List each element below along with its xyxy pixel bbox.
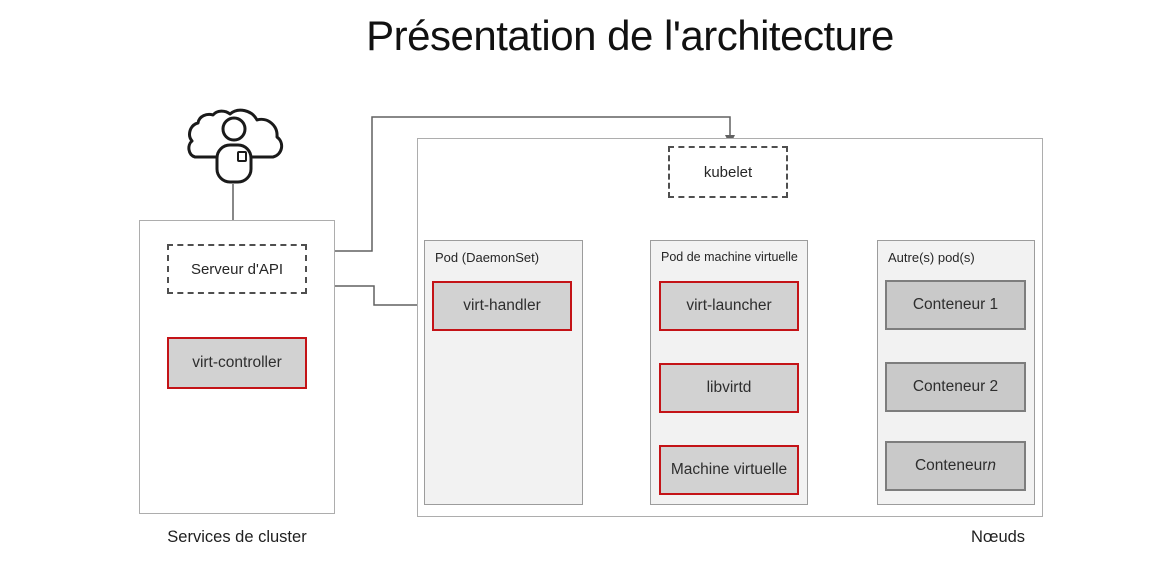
virt-handler-box: virt-handler — [432, 281, 572, 331]
cloud-user-icon — [187, 108, 284, 184]
conteneur-n-label: Conteneur — [914, 457, 988, 474]
virt-handler-label: virt-handler — [463, 297, 541, 314]
other-pods-header: Autre(s) pod(s) — [888, 250, 975, 265]
pod-daemonset-header: Pod (DaemonSet) — [435, 250, 540, 265]
conteneur-n-suffix: n — [987, 457, 996, 474]
conteneur-1-box: Conteneur 1 — [885, 280, 1026, 330]
page-title: Présentation de l'architecture — [366, 12, 894, 59]
kubelet-box: kubelet — [668, 146, 788, 198]
api-server-label: Serveur d'API — [190, 260, 284, 278]
libvirtd-box: libvirtd — [659, 363, 799, 413]
conteneur-n-box: Conteneur n — [885, 441, 1026, 491]
pod-daemonset-box: Pod (DaemonSet) — [424, 240, 583, 505]
virt-launcher-label: virt-launcher — [686, 297, 772, 314]
conteneur-2-box: Conteneur 2 — [885, 362, 1026, 412]
libvirtd-label: libvirtd — [706, 379, 752, 396]
machine-virtuelle-label: Machine virtuelle — [670, 461, 788, 478]
virt-launcher-box: virt-launcher — [659, 281, 799, 331]
cluster-services-zone-label: Services de cluster — [167, 528, 307, 546]
nodes-zone-label: Nœuds — [970, 528, 1026, 546]
api-server-box: Serveur d'API — [167, 244, 307, 294]
virt-controller-label: virt-controller — [192, 354, 282, 371]
conteneur-2-label: Conteneur 2 — [912, 378, 999, 395]
virt-controller-box: virt-controller — [167, 337, 307, 389]
vm-pod-header: Pod de machine virtuelle — [661, 250, 798, 264]
conteneur-1-label: Conteneur 1 — [912, 296, 999, 313]
kubelet-label: kubelet — [703, 163, 753, 181]
machine-virtuelle-box: Machine virtuelle — [659, 445, 799, 495]
